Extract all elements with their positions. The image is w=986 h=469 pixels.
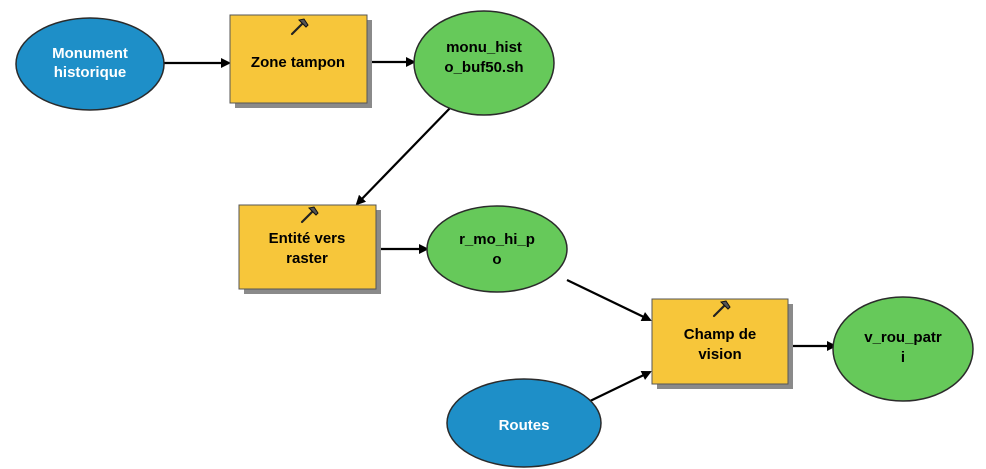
svg-text:Champ de: Champ de [684,326,757,343]
node-v-rou-patri[interactable]: v_rou_patr i [832,296,974,402]
node-label-line: historique [54,64,127,81]
svg-text:monu_hist: monu_hist [446,39,522,56]
node-label-line: o_buf50.sh [444,59,523,76]
node-monu-histo-buf50[interactable]: monu_hist o_buf50.sh [413,10,555,116]
svg-text:historique: historique [54,64,127,81]
edge-monu-histo-to-entite-raster[interactable] [355,105,453,206]
node-label-line: o [492,251,501,268]
node-label-line: vision [698,346,741,363]
node-label-line: Routes [499,417,550,434]
node-monument-historique[interactable]: Monument historique [15,17,165,111]
node-label-line: Zone tampon [251,54,345,71]
node-label-line: Entité vers [269,230,346,247]
node-label-line: raster [286,250,328,267]
edge-routes-to-champ-vision[interactable] [587,370,652,403]
svg-text:v_rou_patr: v_rou_patr [864,329,942,346]
edge-r-mo-hi-po-to-champ-vision[interactable] [566,279,652,322]
node-label-line: monu_hist [446,39,522,56]
node-zone-tampon[interactable]: Zone tampon [229,14,372,108]
svg-text:Routes: Routes [499,417,550,434]
node-r-mo-hi-po[interactable]: r_mo_hi_p o [426,205,568,293]
svg-text:Entité vers: Entité vers [269,230,346,247]
svg-text:o: o [492,251,501,268]
node-label-line: i [901,349,905,366]
svg-text:i: i [901,349,905,366]
svg-text:vision: vision [698,346,741,363]
svg-text:raster: raster [286,250,328,267]
node-champ-de-vision[interactable]: Champ de vision [651,298,793,389]
node-label-line: v_rou_patr [864,329,942,346]
node-routes[interactable]: Routes [446,378,602,468]
svg-text:r_mo_hi_p: r_mo_hi_p [459,231,535,248]
svg-text:Monument: Monument [52,45,128,62]
connectors [163,57,837,403]
node-entite-vers-raster[interactable]: Entité vers raster [238,204,381,294]
svg-text:Zone tampon: Zone tampon [251,54,345,71]
node-label-line: Champ de [684,326,757,343]
node-label-line: r_mo_hi_p [459,231,535,248]
svg-text:o_buf50.sh: o_buf50.sh [444,59,523,76]
node-label-line: Monument [52,45,128,62]
